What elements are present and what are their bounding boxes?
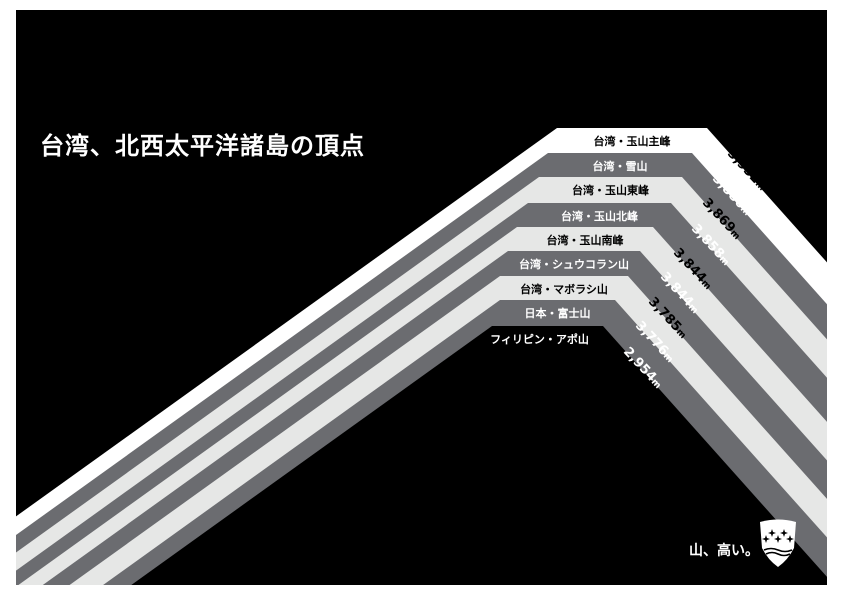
peak-name-label: 日本・富士山 [525,306,591,320]
peak-name-label: 台湾・雪山 [593,159,648,173]
peak-name-label: フィリピン・アポ山 [490,332,589,346]
mountain-band [131,326,827,585]
poster-title: 台湾、北西太平洋諸島の頂点 [40,132,365,160]
peak-name-label: 台湾・玉山主峰 [594,134,672,148]
tagline: 山、高い。 [689,543,759,559]
peak-name-label: 台湾・玉山東峰 [572,183,650,197]
peak-name-label: 台湾・シュウコラン山 [519,257,629,271]
mountain-bands: 台湾・玉山主峰3,952m台湾・雪山3,886m台湾・玉山東峰3,869m台湾・… [16,128,827,585]
peak-name-label: 台湾・マボラシ山 [520,282,608,296]
peak-name-label: 台湾・玉山北峰 [561,209,639,223]
peak-name-label: 台湾・玉山南峰 [547,233,625,247]
shield-logo-icon [760,519,796,567]
